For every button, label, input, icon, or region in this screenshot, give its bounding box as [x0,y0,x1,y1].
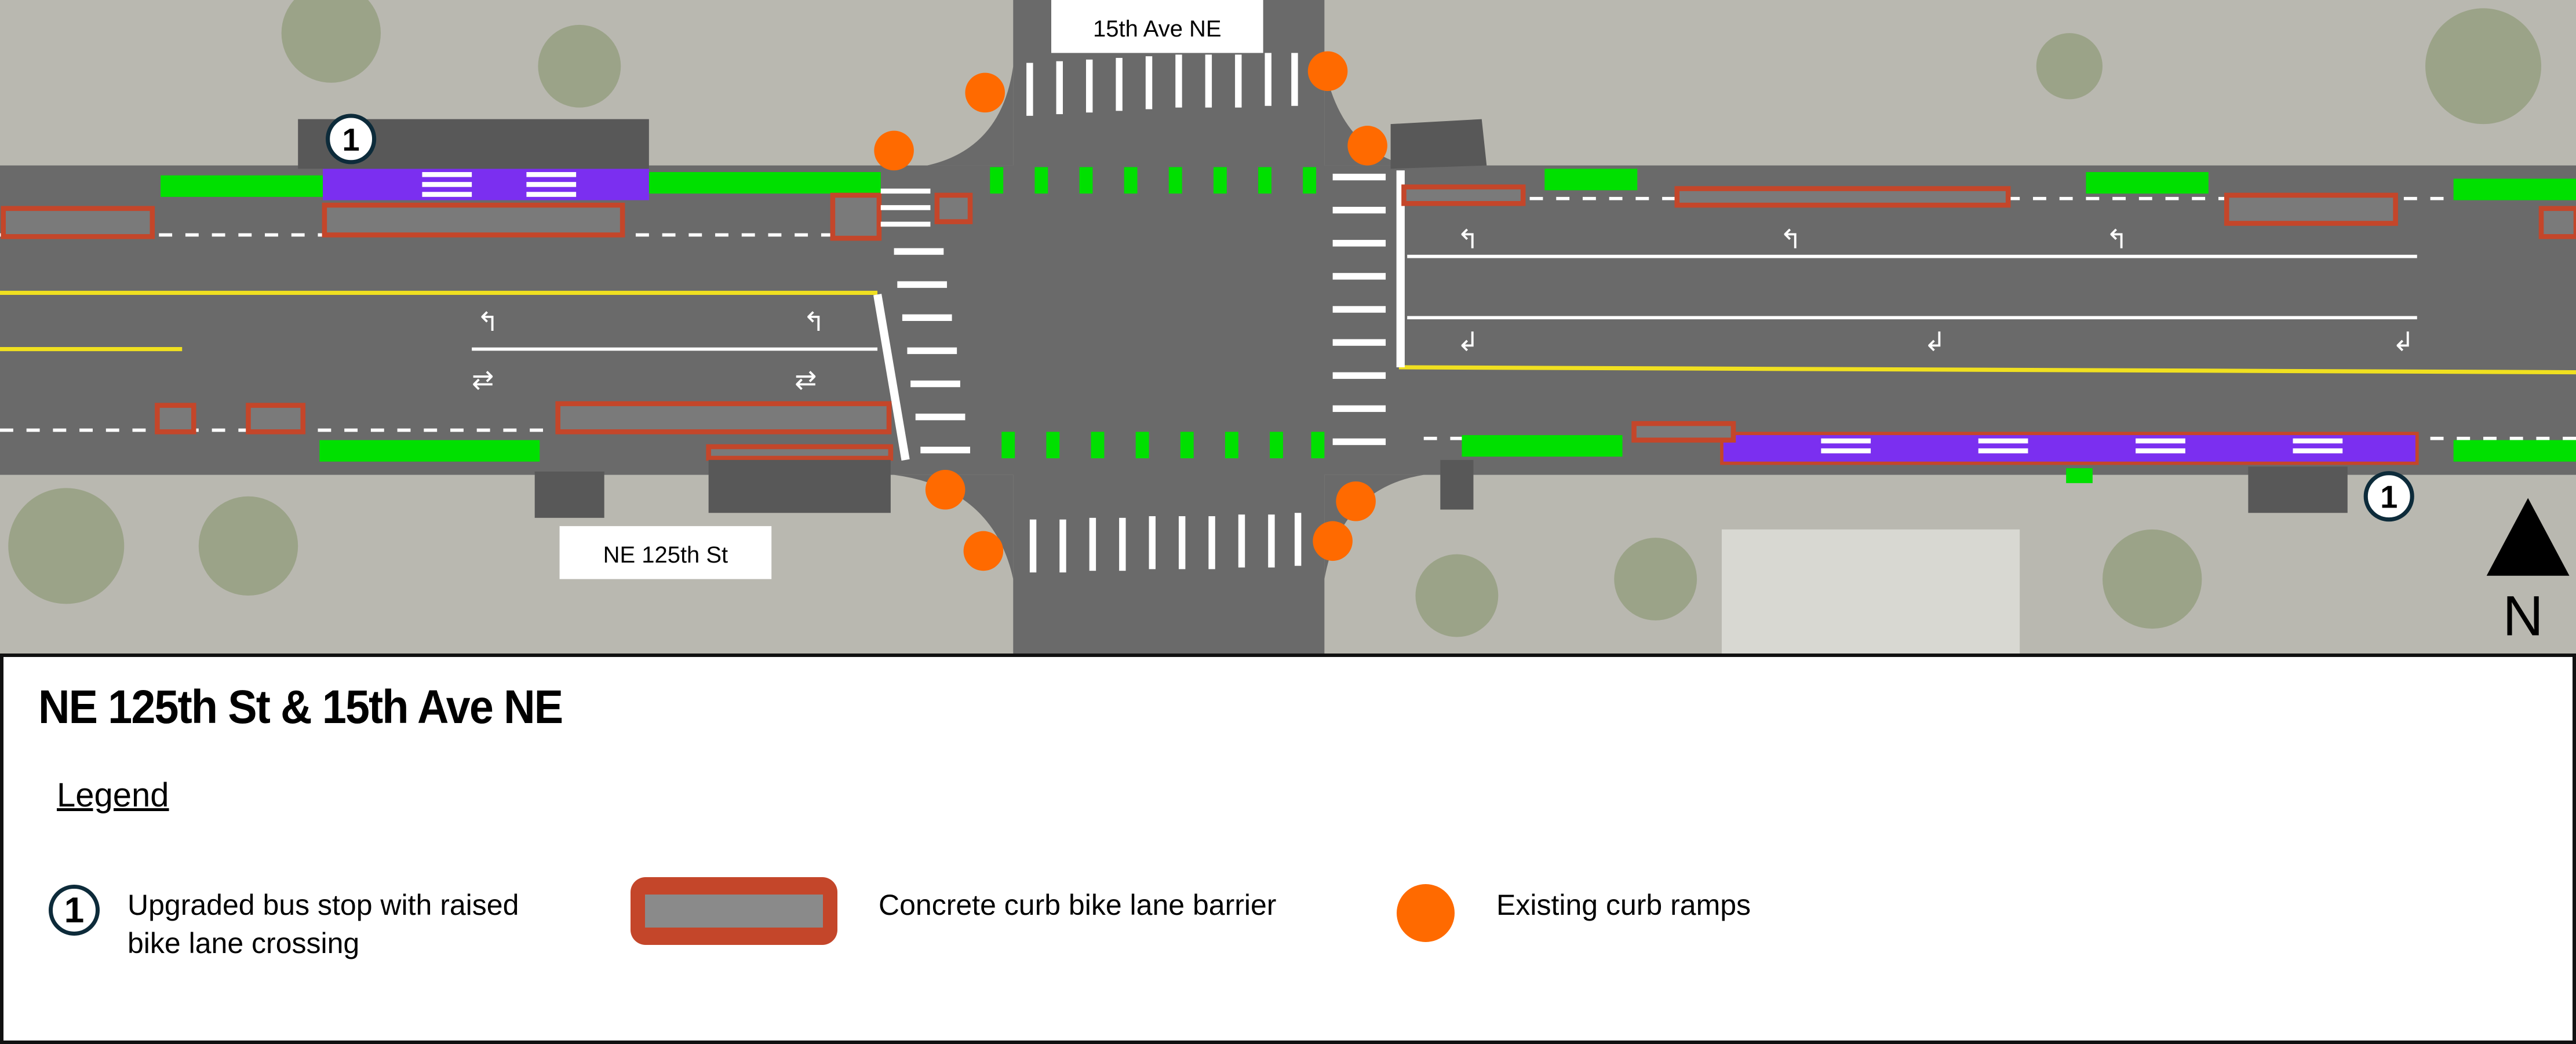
curb-ramp-dot [1347,126,1387,166]
raised-crossing-stripes [422,171,2343,454]
legend-label: bike lane crossing [127,927,360,959]
bus-platform-west [323,169,649,200]
sidewalk-building [708,459,891,513]
crosswalk-east [1332,173,1386,446]
svg-text:↰: ↰ [477,306,499,337]
legend-item-barrier: Concrete curb bike lane barrier [879,889,1277,921]
svg-text:↲: ↲ [1457,326,1479,357]
legend-heading: Legend [57,776,169,814]
curb-ramp-dot [1336,481,1376,521]
bus-stop-symbol-icon: 1 [49,885,100,936]
curb-ramp-dot [925,470,965,510]
legend-label: Upgraded bus stop with raised [127,889,519,921]
curb-ramp-swatch-icon [1397,884,1455,942]
svg-text:↰: ↰ [2106,224,2128,254]
svg-text:↰: ↰ [803,306,825,337]
crosswalk-north [1026,53,1298,116]
svg-text:⇄: ⇄ [472,364,494,395]
crosswalk-south [1029,513,1302,573]
barrier-swatch-icon [631,877,837,945]
intersection-map: ↰ ⇄ ↰ ⇄ ↰ ↰ ↰ ↲ ↲ ↲ [0,0,2576,654]
curb-ramp-dot [1307,51,1348,92]
legend-panel: NE 125th St & 15th Ave NE Legend 1 Upgra… [0,654,2576,1044]
vegetation [8,0,2542,637]
bus-shelter-east [2248,466,2348,513]
sidewalk-structure [1390,119,1487,169]
curb-ramp-dot [1313,521,1353,561]
street-label-box-north [1051,0,1263,53]
bus-stop-marker-east: 1 [2363,471,2414,522]
map-title: NE 125th St & 15th Ave NE [38,681,563,733]
building-roof [1721,529,2020,654]
street-label-north: 15th Ave NE [1093,16,1222,42]
curb-ramps [874,51,1387,571]
svg-text:↰: ↰ [1780,224,1802,254]
street-label-box-west [559,526,772,579]
legend-item-curb-ramps: Existing curb ramps [1496,889,1751,921]
curb-ramp-dot [874,130,914,171]
curb-ramp-dot [965,72,1005,113]
legend-item-bus-stop: Upgraded bus stop with raised bike lane … [127,886,519,962]
svg-text:↲: ↲ [2392,326,2414,357]
svg-text:↲: ↲ [1923,326,1945,357]
turn-arrows: ↰ ⇄ ↰ ⇄ ↰ ↰ ↰ ↲ ↲ ↲ [472,224,2414,395]
sidewalk-structure [1440,459,1474,510]
sidewalk-structure [534,471,604,518]
concrete-curb-barriers [1,184,2576,461]
svg-text:⇄: ⇄ [795,364,817,395]
svg-text:1: 1 [343,123,360,158]
north-arrow-icon [2486,498,2570,576]
bus-stop-marker-west: 1 [326,114,377,165]
north-label: N [2503,585,2544,648]
svg-text:1: 1 [2380,480,2398,515]
crosswalk-west [880,188,971,454]
curb-ramp-dot [963,531,1004,571]
street-label-west: NE 125th St [603,542,728,568]
svg-text:↰: ↰ [1457,224,1479,254]
bike-crossing-markings [990,167,1325,459]
